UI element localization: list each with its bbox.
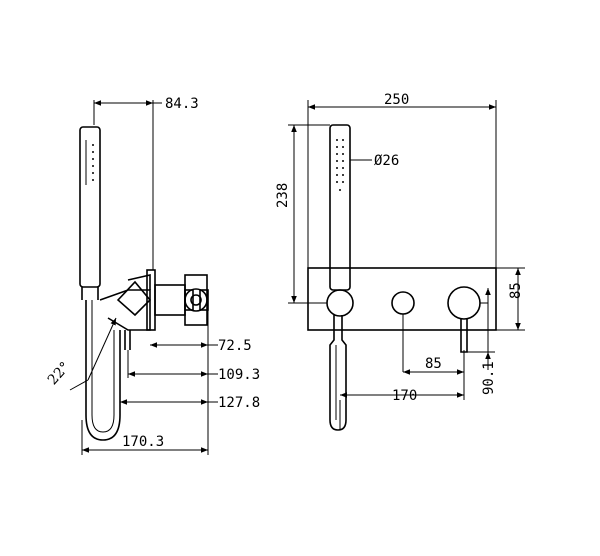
dim-90-1: 90.1 (481, 361, 497, 395)
wall-plate-front (307, 267, 497, 331)
dim-plate-85: 85 (508, 282, 524, 299)
mixer-lever (460, 318, 468, 353)
dim-spacing-85: 85 (425, 356, 442, 372)
dim-diameter: Ø26 (374, 153, 399, 169)
dim-109-3: 109.3 (218, 367, 260, 383)
dim-170-3: 170.3 (122, 434, 164, 450)
diverter-knob (391, 291, 415, 315)
dim-84-3: 84.3 (165, 96, 199, 112)
angle-22: 22° (45, 359, 74, 388)
dim-238: 238 (275, 183, 291, 208)
side-view: 84.3 72.5 109.3 127.8 170.3 22° (45, 96, 260, 455)
dim-170: 170 (392, 388, 417, 404)
hand-shower-front (329, 124, 351, 291)
hose-side (85, 300, 121, 441)
hose-outlet (326, 289, 354, 317)
dim-72-5: 72.5 (218, 338, 252, 354)
dim-250: 250 (384, 92, 409, 108)
mixer-knob (447, 286, 481, 320)
hand-shower-side (79, 126, 101, 300)
valve-body-side (154, 274, 209, 326)
holder-side (99, 273, 152, 350)
front-view: 250 238 Ø26 85 85 170 90.1 (275, 92, 525, 431)
hose-front (329, 315, 347, 431)
dim-127-8: 127.8 (218, 395, 260, 411)
